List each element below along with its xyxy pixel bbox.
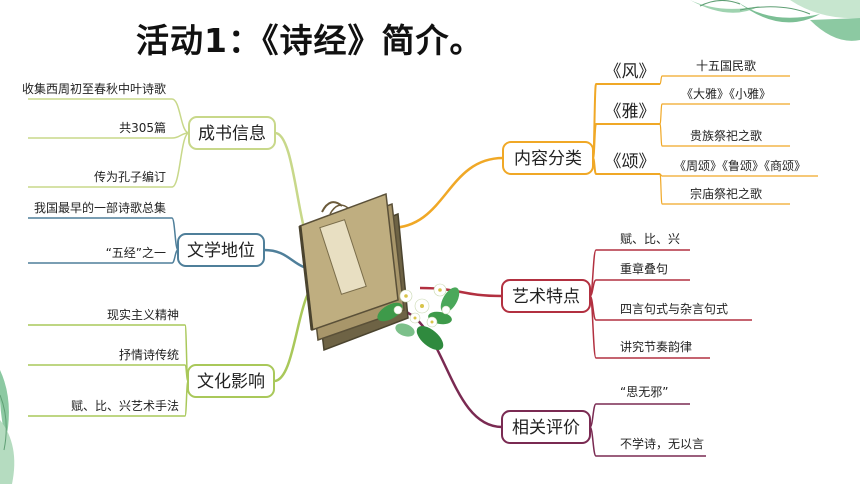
branch-2-box [187,364,275,398]
shijing-book-illustration [298,192,409,352]
leaf-text: 赋、比、兴艺术手法 [71,399,179,413]
branch-2-label: 文化影响 [197,372,265,392]
leaf-text: 宗庙祭祀之歌 [690,186,762,201]
group-label-2: 《颂》 [605,152,656,172]
slide-title: 活动1：《诗经》简介。 [136,21,484,60]
leaf-text: 收集西周初至春秋中叶诗歌 [22,81,166,96]
leaf-text: “思无邪” [620,385,668,399]
leaf-text: 讲究节奏韵律 [620,339,692,354]
leaf-link-3-1-0 [659,103,663,125]
branch-0-box [188,116,276,150]
branch-link-5 [389,306,503,429]
branch-1-label: 文学地位 [187,241,255,261]
branch-5-box [501,410,591,444]
bottom-left-leaves-decoration [0,370,15,484]
leaf-text: 贵族祭祀之歌 [690,128,762,143]
branch-4-label: 艺术特点 [512,287,580,307]
branch-link-3 [389,156,504,230]
leaf-text: 不学诗，无以言 [620,436,704,451]
leaf-text: 现实主义精神 [107,307,179,322]
leaf-text: 抒情诗传统 [119,347,179,362]
top-right-leaves-decoration [690,0,860,41]
leaf-link-0-2 [171,132,190,188]
leaf-link-3-1-1 [659,123,663,147]
branch-0-label: 成书信息 [198,124,266,144]
leaf-text: 《周颂》《鲁颂》《商颂》 [674,158,806,173]
branch-4-box [501,279,591,313]
leaf-text: 传为孔子编订 [94,169,166,184]
leaf-text: 《大雅》《小雅》 [681,86,771,101]
branch-5-label: 相关评价 [512,418,580,438]
branch-link-4 [419,286,503,298]
branch-3-box [502,141,594,175]
leaf-link-3-0-0 [659,75,663,85]
leaf-link-0-0 [171,98,190,134]
leaf-text: 重章叠句 [620,261,668,276]
leaf-link-3-2-1 [659,173,663,205]
leaf-text: “五经”之一 [106,246,166,260]
leaf-text: 赋、比、兴 [620,232,680,246]
group-label-1: 《雅》 [605,102,656,122]
leaf-text: 四言句式与杂言句式 [620,302,728,316]
leaf-text: 十五国民歌 [696,58,756,73]
leaf-text: 共305篇 [119,120,166,135]
branch-1-box [177,233,265,267]
flower-decoration [377,283,460,350]
branch-3-label: 内容分类 [514,149,582,169]
group-label-0: 《风》 [605,62,656,82]
leaf-text: 我国最早的一部诗歌总集 [34,200,166,215]
